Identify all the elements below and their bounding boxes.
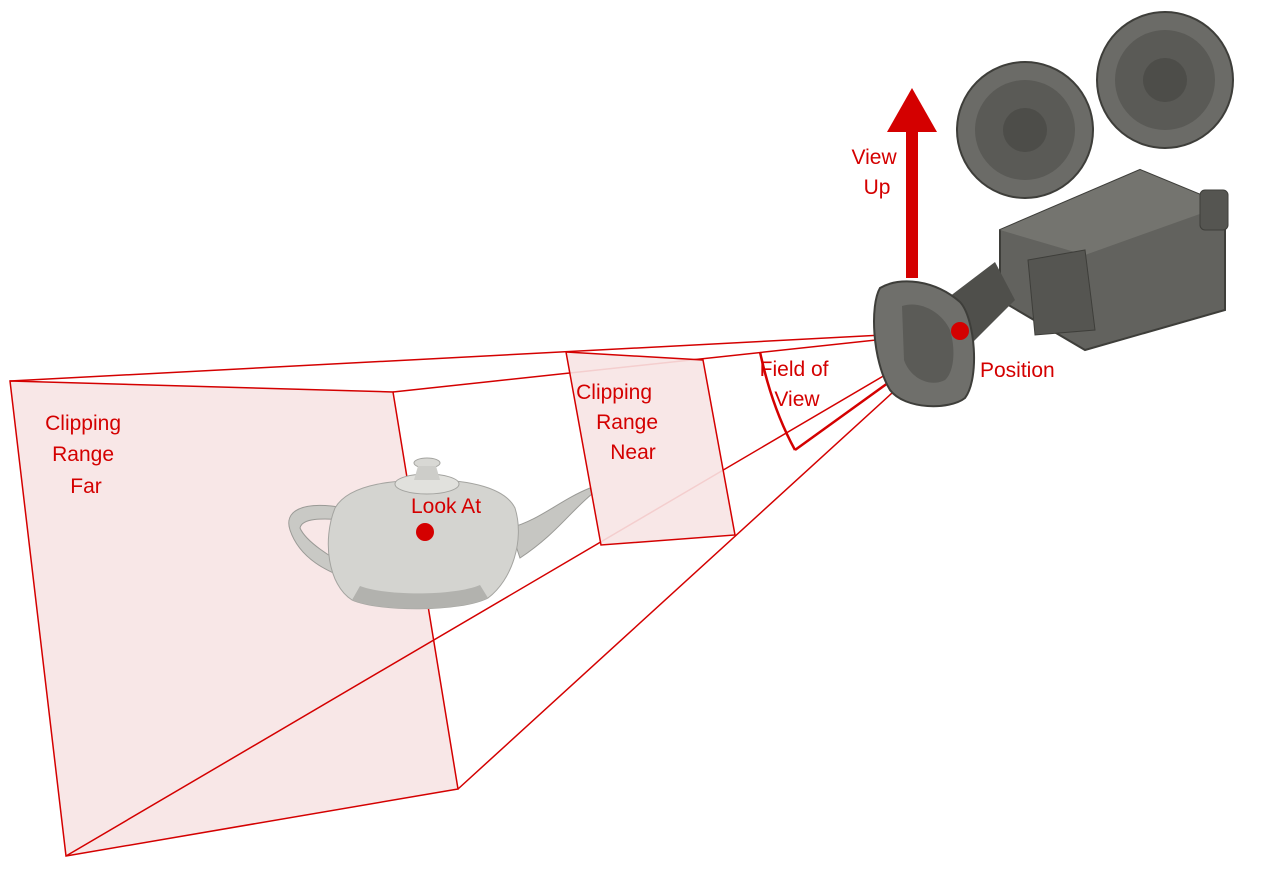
view-up-arrow	[887, 88, 937, 278]
movie-camera-icon	[873, 11, 1234, 408]
near-clipping-plane	[565, 351, 736, 546]
clipping-range-far-label: Clipping Range Far	[45, 412, 127, 498]
position-point	[951, 322, 969, 340]
view-up-label: View Up	[852, 146, 903, 199]
look-at-point	[416, 523, 434, 541]
position-label: Position	[980, 359, 1055, 382]
teapot-icon	[288, 457, 593, 610]
field-of-view-label: Field of View	[760, 358, 835, 411]
look-at-label: Look At	[411, 495, 481, 518]
clipping-range-near-label: Clipping Range Near	[576, 381, 664, 464]
